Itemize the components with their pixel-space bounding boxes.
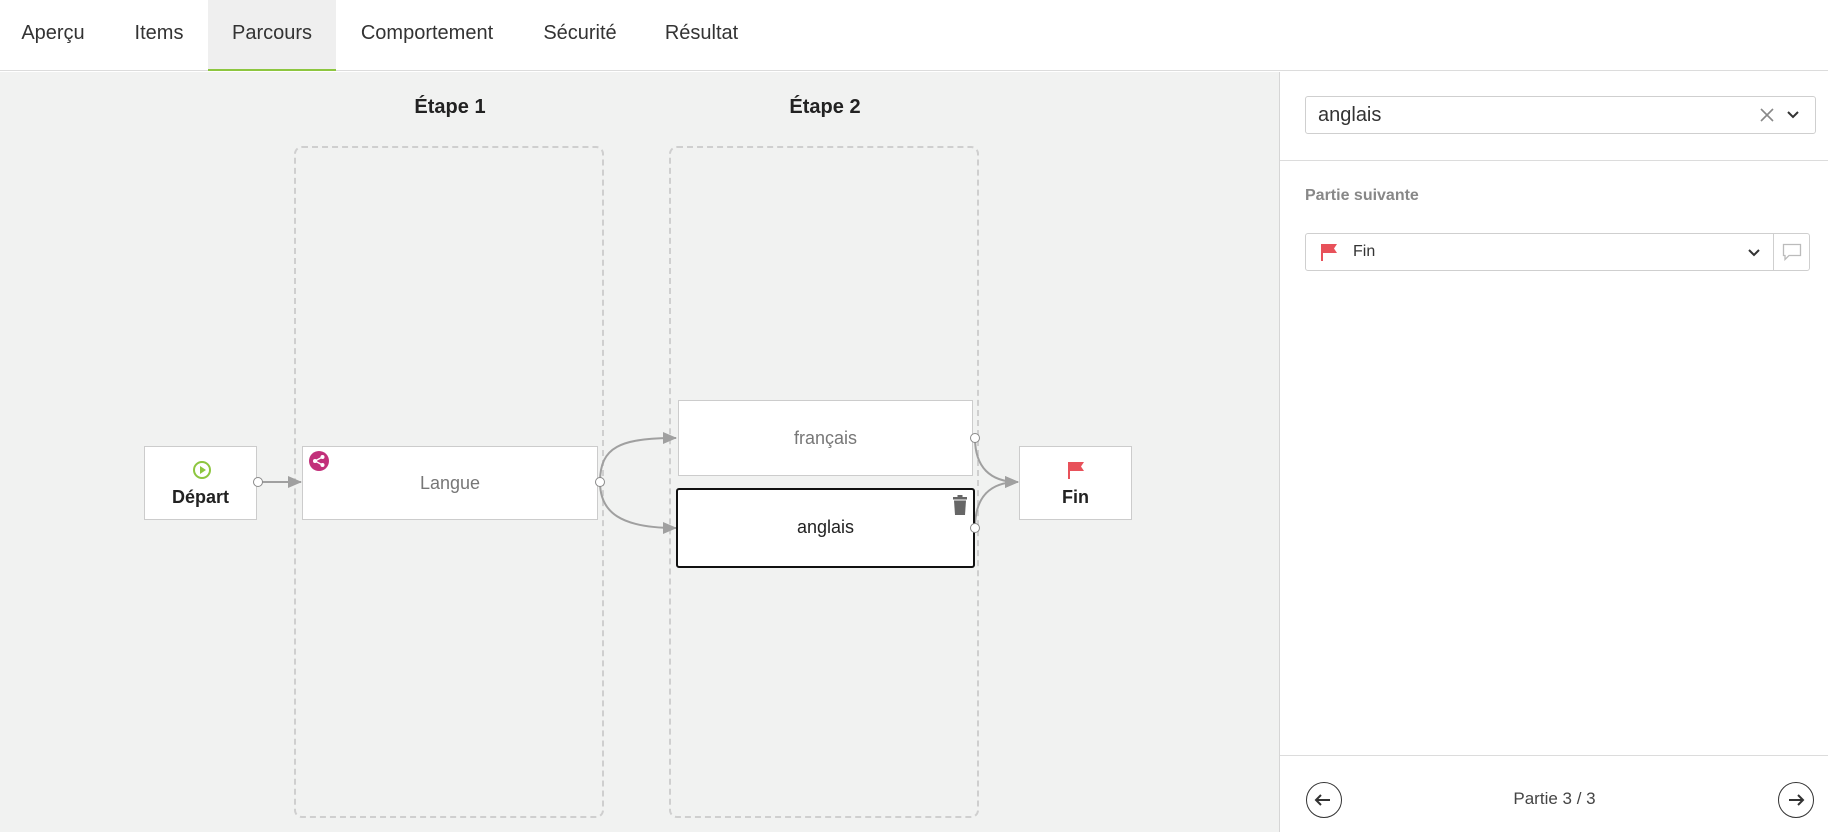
- tab-items[interactable]: Items: [134, 22, 184, 44]
- end-node-label: Fin: [1062, 487, 1089, 507]
- step-2-title: Étape 2: [789, 96, 861, 118]
- part-selector[interactable]: anglais: [1305, 96, 1816, 134]
- top-navigation: Aperçu Items Parcours Comportement Sécur…: [0, 0, 1828, 71]
- francais-node-label: français: [793, 428, 858, 448]
- langue-node[interactable]: Langue: [302, 446, 598, 520]
- anglais-output-port[interactable]: [970, 523, 980, 533]
- play-circle-icon: [193, 461, 211, 479]
- clear-icon[interactable]: [1760, 108, 1774, 122]
- francais-output-port[interactable]: [970, 433, 980, 443]
- tab-parcours[interactable]: Parcours: [208, 0, 336, 71]
- end-node[interactable]: Fin: [1019, 446, 1132, 520]
- tab-comportement[interactable]: Comportement: [360, 22, 494, 44]
- branch-icon: [309, 451, 329, 471]
- langue-node-label: Langue: [419, 473, 481, 493]
- next-part-select[interactable]: Fin: [1305, 233, 1774, 271]
- next-part-button[interactable]: [1778, 782, 1814, 818]
- link-langue-anglais: [599, 481, 677, 534]
- tab-resultat[interactable]: Résultat: [664, 22, 739, 44]
- francais-node[interactable]: français: [678, 400, 973, 476]
- step-1-title: Étape 1: [414, 96, 486, 118]
- start-node[interactable]: Départ: [144, 446, 257, 520]
- chevron-down-icon: [1748, 249, 1760, 257]
- flag-icon: [1068, 462, 1084, 479]
- start-output-port[interactable]: [253, 477, 263, 487]
- link-anglais-fin: [974, 476, 1019, 529]
- step-2-lane: [669, 146, 979, 818]
- previous-part-button[interactable]: [1306, 782, 1342, 818]
- flow-canvas[interactable]: Étape 1 Étape 2 Départ Langue: [0, 72, 1279, 832]
- panel-divider-bottom: [1280, 755, 1828, 756]
- anglais-node-label: anglais: [796, 517, 855, 537]
- panel-divider-top: [1280, 160, 1828, 161]
- link-francais-fin: [974, 437, 1019, 488]
- pager-text: Partie 3 / 3: [1513, 789, 1596, 808]
- trash-icon[interactable]: [952, 495, 968, 515]
- anglais-node[interactable]: anglais: [676, 488, 975, 568]
- comment-button[interactable]: [1773, 233, 1810, 271]
- start-node-label: Départ: [171, 487, 229, 507]
- langue-output-port[interactable]: [595, 477, 605, 487]
- tab-securite[interactable]: Sécurité: [543, 22, 617, 44]
- tab-apercu[interactable]: Aperçu: [21, 22, 85, 44]
- flag-icon: [1321, 244, 1337, 261]
- arrow-left-icon: [1314, 794, 1330, 806]
- part-selector-value: anglais: [1318, 104, 1382, 126]
- chevron-down-icon: [1787, 111, 1799, 119]
- comment-icon: [1782, 243, 1802, 261]
- arrow-right-icon: [1789, 794, 1805, 806]
- next-part-label: Partie suivante: [1305, 187, 1419, 204]
- link-langue-francais: [599, 432, 677, 483]
- properties-panel: anglais Partie suivante Fin Partie 3 / 3: [1279, 72, 1828, 832]
- next-part-value: Fin: [1353, 243, 1376, 260]
